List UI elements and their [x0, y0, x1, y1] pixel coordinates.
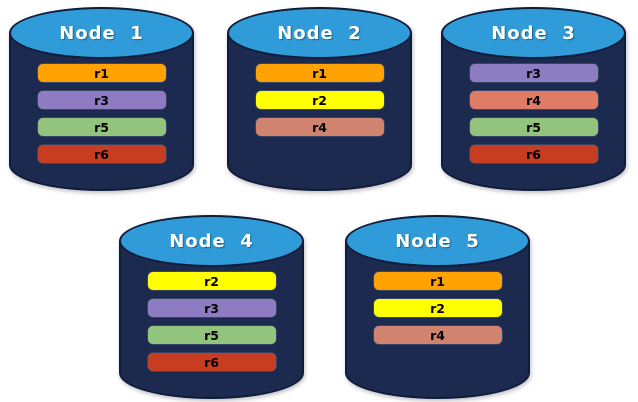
- replica-bar-r5: r5: [37, 118, 166, 136]
- cylinder-top: Node 4: [119, 215, 304, 267]
- replica-bar-r1: r1: [255, 64, 384, 82]
- replica-list: r1 r2 r4: [227, 64, 412, 136]
- node-title: Node 2: [277, 22, 362, 44]
- replica-bar-r3: r3: [147, 299, 276, 317]
- replica-bar-r1: r1: [373, 272, 502, 290]
- replica-bar-r2: r2: [373, 299, 502, 317]
- node-title: Node 5: [395, 230, 480, 252]
- replica-bar-r4: r4: [469, 91, 598, 109]
- replica-bar-r6: r6: [37, 145, 166, 163]
- database-node-5: Node 5 r1 r2 r4: [345, 215, 530, 399]
- replica-bar-r4: r4: [373, 326, 502, 344]
- database-node-2: Node 2 r1 r2 r4: [227, 7, 412, 191]
- database-node-4: Node 4 r2 r3 r5 r6: [119, 215, 304, 399]
- database-node-3: Node 3 r3 r4 r5 r6: [441, 7, 626, 191]
- cylinder-top: Node 5: [345, 215, 530, 267]
- cylinder-body: [119, 241, 304, 399]
- cylinder-body: [345, 241, 530, 399]
- replica-bar-r6: r6: [469, 145, 598, 163]
- replica-bar-r6: r6: [147, 353, 276, 371]
- replica-bar-r1: r1: [37, 64, 166, 82]
- cylinder-body: [9, 33, 194, 191]
- replica-bar-r3: r3: [37, 91, 166, 109]
- replica-list: r2 r3 r5 r6: [119, 272, 304, 371]
- cylinder-body: [227, 33, 412, 191]
- replica-list: r3 r4 r5 r6: [441, 64, 626, 163]
- replica-bar-r5: r5: [147, 326, 276, 344]
- database-node-1: Node 1 r1 r3 r5 r6: [9, 7, 194, 191]
- node-title: Node 3: [491, 22, 576, 44]
- replica-list: r1 r3 r5 r6: [9, 64, 194, 163]
- node-title: Node 4: [169, 230, 254, 252]
- node-title: Node 1: [59, 22, 144, 44]
- cylinder-top: Node 3: [441, 7, 626, 59]
- replica-bar-r2: r2: [147, 272, 276, 290]
- replica-bar-r5: r5: [469, 118, 598, 136]
- replica-bar-r4: r4: [255, 118, 384, 136]
- replica-list: r1 r2 r4: [345, 272, 530, 344]
- replica-bar-r2: r2: [255, 91, 384, 109]
- cylinder-top: Node 1: [9, 7, 194, 59]
- cylinder-body: [441, 33, 626, 191]
- replica-bar-r3: r3: [469, 64, 598, 82]
- cylinder-top: Node 2: [227, 7, 412, 59]
